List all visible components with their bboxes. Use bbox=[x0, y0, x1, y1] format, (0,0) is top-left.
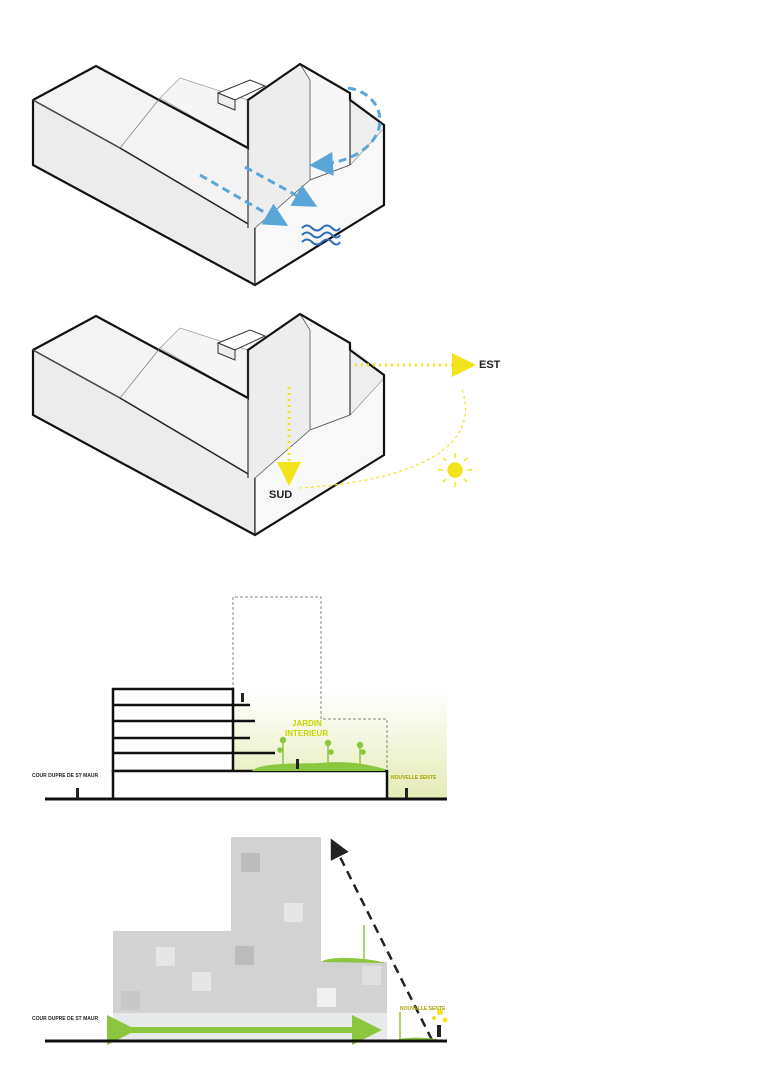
future-volume-outline bbox=[232, 596, 388, 770]
section-diagram: JARDIN INTERIEUR COUR DUPRE DE ST MAUR N… bbox=[32, 596, 447, 801]
sun-diagram: EST SUD bbox=[31, 312, 501, 537]
east-label: EST bbox=[479, 359, 501, 371]
sun-icon bbox=[438, 453, 472, 487]
building-section bbox=[45, 687, 447, 801]
view-arrow bbox=[330, 838, 434, 1041]
wind-arrow-curved bbox=[309, 86, 382, 176]
right-street-label: NOUVELLE SENTE bbox=[400, 1006, 446, 1012]
sun-path bbox=[299, 389, 467, 489]
person-figure bbox=[437, 1025, 441, 1037]
building-massing bbox=[31, 62, 386, 287]
garden-mound bbox=[252, 762, 385, 771]
person-figures bbox=[76, 693, 408, 798]
wind-arrow bbox=[199, 173, 289, 227]
wind-diagram bbox=[31, 62, 386, 287]
roof-garden bbox=[321, 957, 385, 963]
garden-label: JARDIN bbox=[292, 719, 322, 728]
left-street-label: COUR DUPRE DE ST MAUR bbox=[32, 1016, 99, 1022]
building-elevation bbox=[113, 837, 387, 1013]
building-massing bbox=[31, 312, 386, 537]
windows bbox=[121, 853, 381, 1010]
right-street-label: NOUVELLE SENTE bbox=[391, 775, 437, 781]
garden-label-2: INTERIEUR bbox=[285, 729, 328, 738]
south-label: SUD bbox=[269, 489, 292, 501]
yellow-tree bbox=[432, 1009, 448, 1023]
water-waves-icon bbox=[301, 224, 341, 246]
left-street-label: COUR DUPRE DE ST MAUR bbox=[32, 773, 99, 779]
trees bbox=[277, 736, 366, 765]
elevation-diagram: COUR DUPRE DE ST MAUR NOUVELLE SENTE bbox=[32, 837, 448, 1045]
